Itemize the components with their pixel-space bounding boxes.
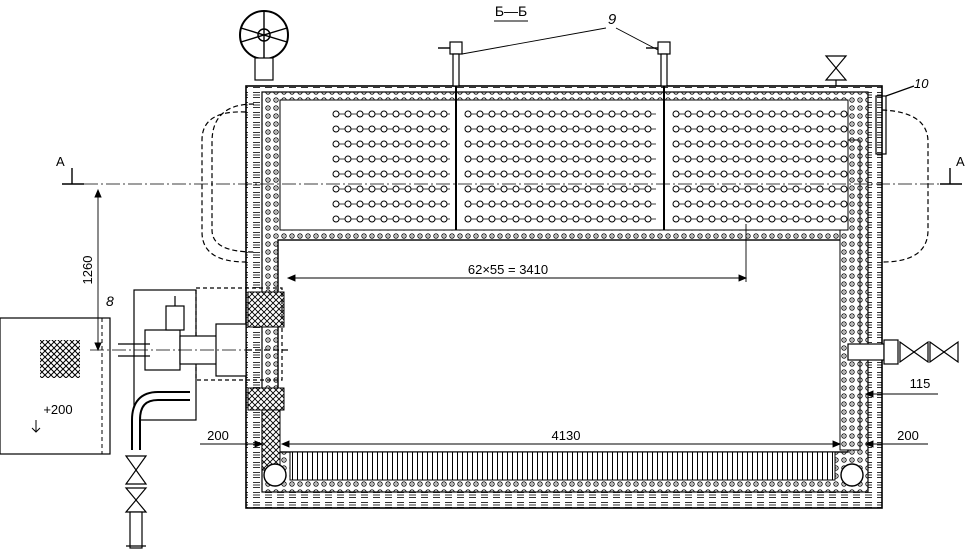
heater-element-grid [279, 99, 849, 231]
side-doors [201, 103, 929, 263]
dim-heater-pitch: 62×55 = 3410 [468, 262, 548, 277]
section-mark-left: А [56, 154, 65, 169]
labels: Б—Б 9 10 8 А А 62×55 = 3410 4130 200 200… [43, 3, 965, 443]
panel-label: +200 [43, 402, 72, 417]
section-a-marks [62, 168, 962, 351]
dim-axis-height: 1260 [80, 256, 95, 285]
dim-wall-left: 200 [207, 428, 229, 443]
dimension-lines [94, 188, 938, 448]
top-valve [824, 55, 848, 86]
callout-9: 9 [608, 11, 617, 28]
right-pipe-valves [847, 339, 959, 365]
section-mark-right: А [956, 154, 965, 169]
part-10-bracket [875, 85, 915, 155]
callout-8: 8 [106, 293, 114, 309]
handwheel [239, 10, 289, 81]
dim-wall-right: 200 [897, 428, 919, 443]
dim-pipe-offset: 115 [910, 376, 931, 391]
callout-10: 10 [914, 76, 929, 91]
side-panel [0, 317, 111, 455]
dim-inner-length: 4130 [552, 428, 581, 443]
section-title: Б—Б [495, 3, 527, 19]
thermocouples [438, 27, 671, 230]
